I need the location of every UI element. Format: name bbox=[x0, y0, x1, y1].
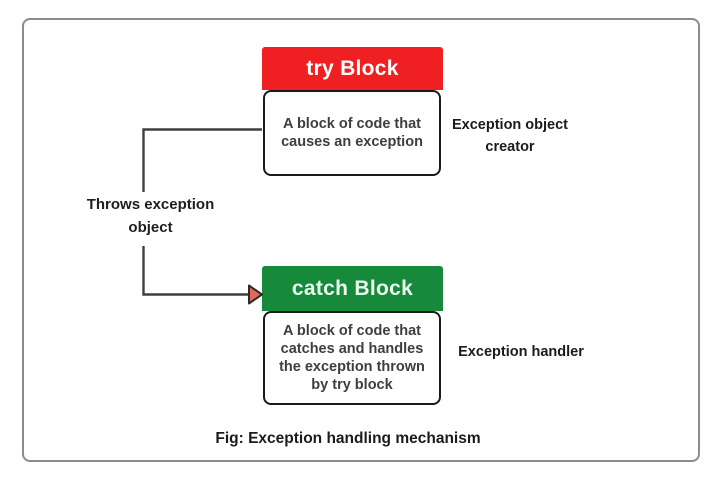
try-block-header-label: try Block bbox=[306, 56, 399, 80]
figure-caption: Fig: Exception handling mechanism bbox=[215, 430, 481, 447]
throws-exception-object-label: Throws exception object bbox=[86, 196, 215, 236]
exception-object-creator-label: Exception object creator bbox=[451, 117, 569, 155]
try-block-header: try Block bbox=[262, 47, 443, 90]
catch-block-body-box: A block of code that catches and handles… bbox=[263, 311, 441, 405]
try-block-body-box: A block of code that causes an exception bbox=[263, 90, 441, 176]
catch-block-header: catch Block bbox=[262, 266, 443, 311]
try-block-body-text: A block of code that causes an exception bbox=[281, 116, 423, 150]
catch-block-body-text: A block of code that catches and handles… bbox=[279, 323, 425, 393]
catch-block-header-label: catch Block bbox=[291, 276, 414, 300]
exception-handler-label: Exception handler bbox=[458, 344, 584, 360]
